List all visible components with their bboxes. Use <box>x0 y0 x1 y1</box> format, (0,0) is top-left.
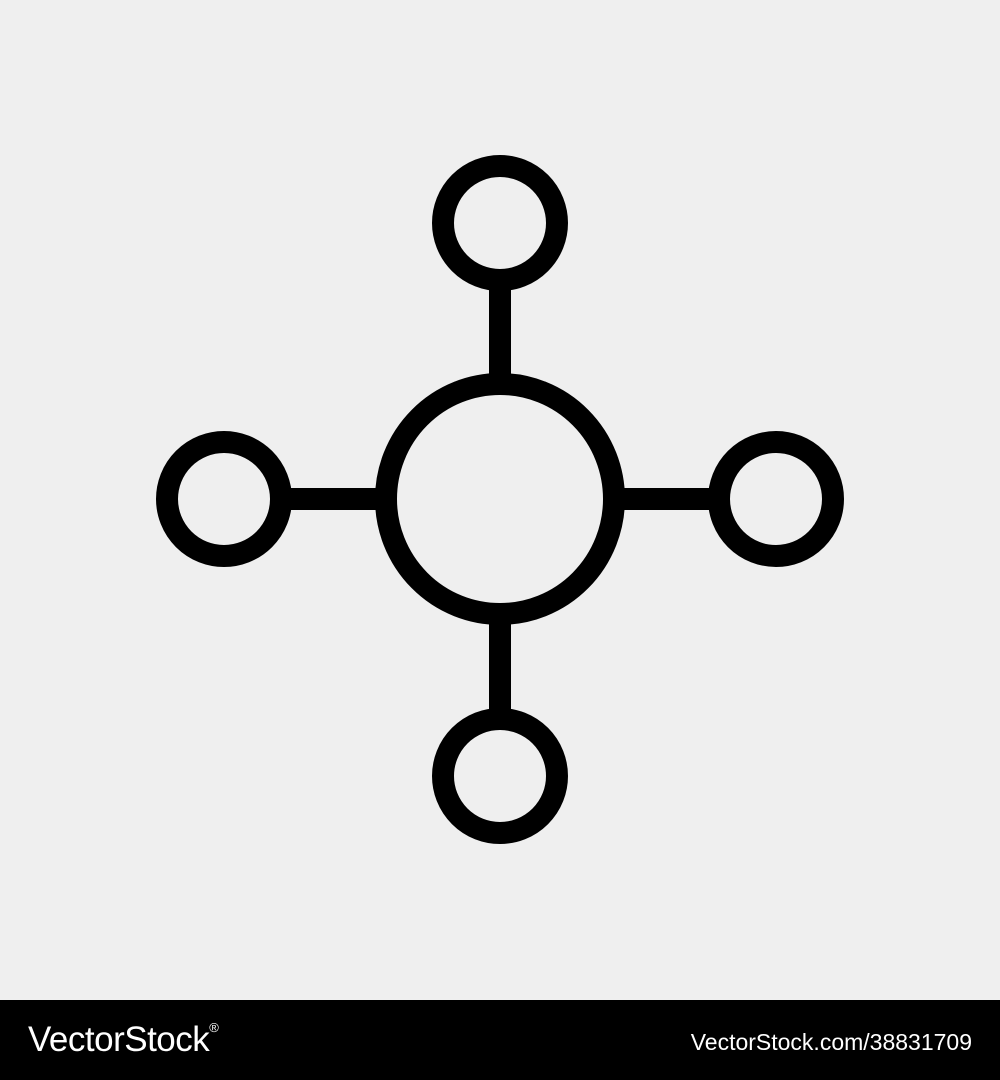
image-reference-text: VectorStock.com/38831709 <box>690 1029 972 1055</box>
watermark-bar: VectorStock® VectorStock.com/38831709 <box>0 1000 1000 1080</box>
center-node-circle <box>375 373 625 625</box>
top-node-circle <box>432 155 568 291</box>
vectorstock-logo: VectorStock® <box>28 1018 219 1062</box>
bottom-node-circle <box>432 708 568 844</box>
network-hub-icon <box>156 155 844 844</box>
brand-name: VectorStock <box>28 1020 210 1059</box>
right-node-circle <box>708 431 844 567</box>
registered-mark: ® <box>209 1020 219 1035</box>
left-node-circle <box>156 431 292 567</box>
